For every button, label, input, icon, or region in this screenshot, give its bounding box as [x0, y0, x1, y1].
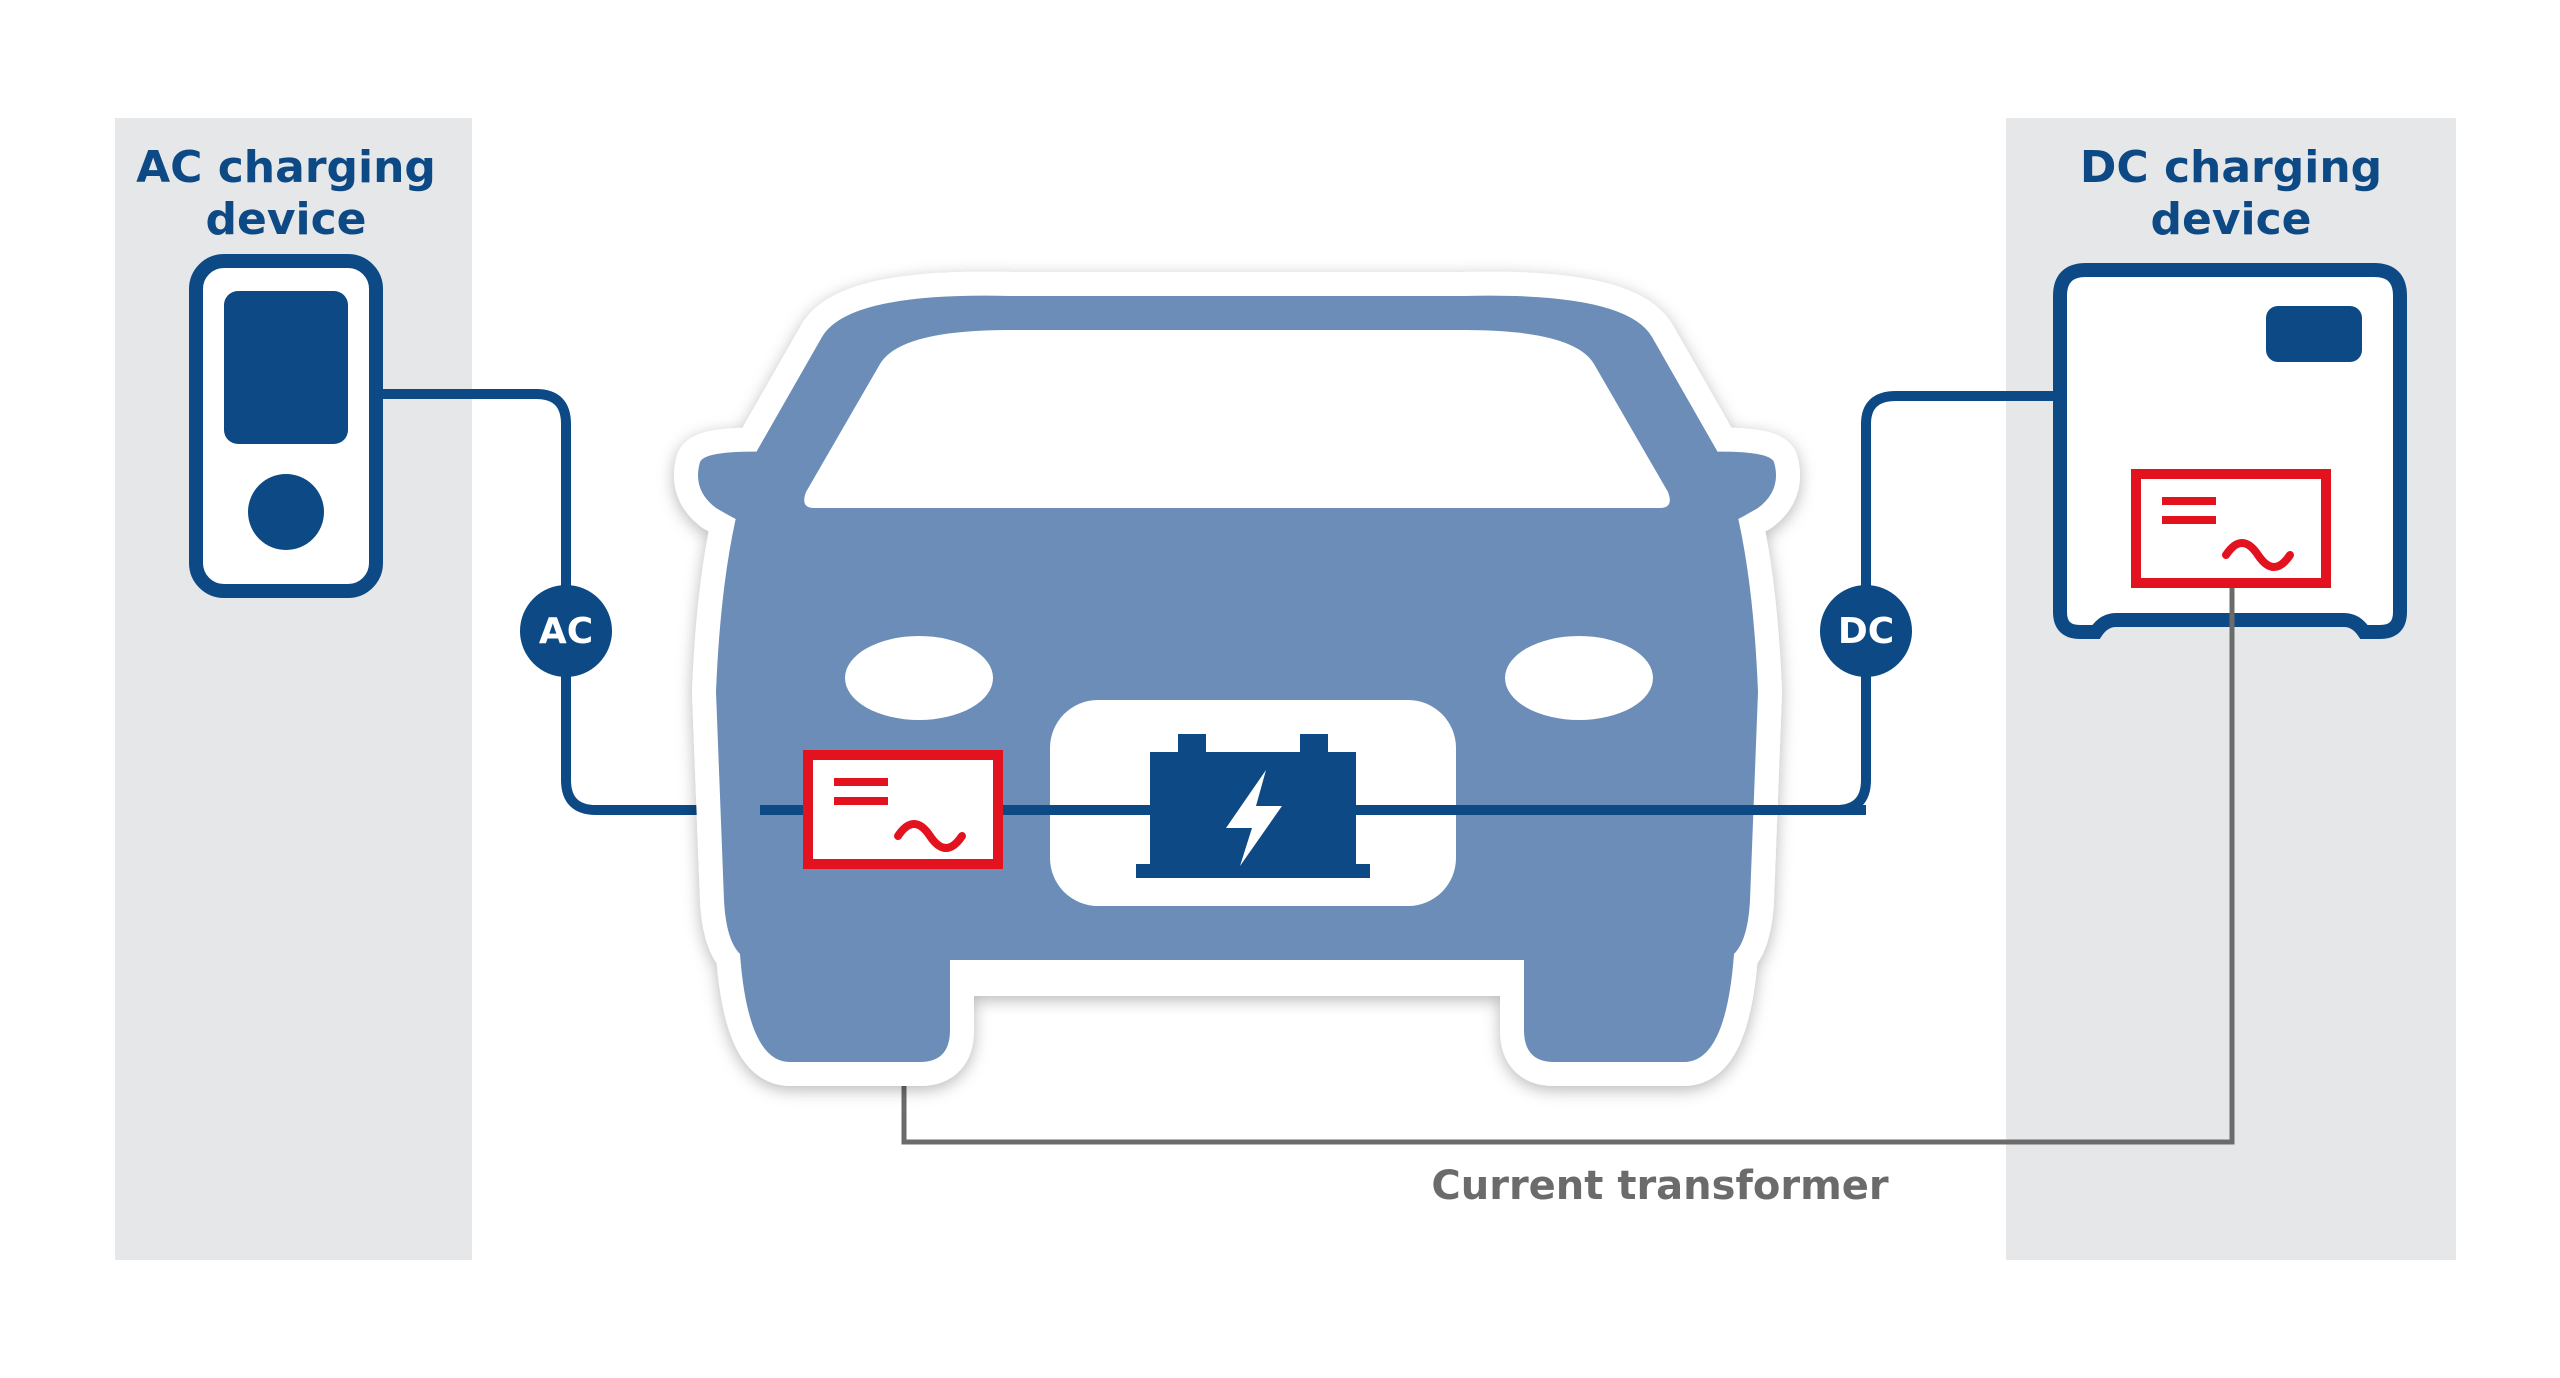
ac-connection-badge: AC — [520, 585, 612, 677]
lightning-icon — [1226, 770, 1282, 866]
left-headlight — [845, 636, 993, 720]
ac-device-title-line2: device — [205, 194, 367, 245]
car-icon — [674, 271, 1800, 1086]
ac-dc-converter-icon — [803, 750, 1003, 869]
right-headlight — [1505, 636, 1653, 720]
dc-device-title-line2: device — [2150, 194, 2312, 245]
battery-icon — [1136, 734, 1370, 878]
dc-connection-badge: DC — [1820, 585, 1912, 677]
ac-device-title: AC charging device — [76, 142, 496, 246]
current-transformer-label: Current transformer — [1431, 1163, 1889, 1209]
ac-device-title-line1: AC charging — [136, 142, 436, 193]
dc-converter-icon — [2131, 469, 2331, 588]
dc-device-title-line1: DC charging — [2079, 142, 2383, 193]
ac-charger-icon — [189, 254, 383, 598]
dc-device-title: DC charging device — [2021, 142, 2441, 246]
